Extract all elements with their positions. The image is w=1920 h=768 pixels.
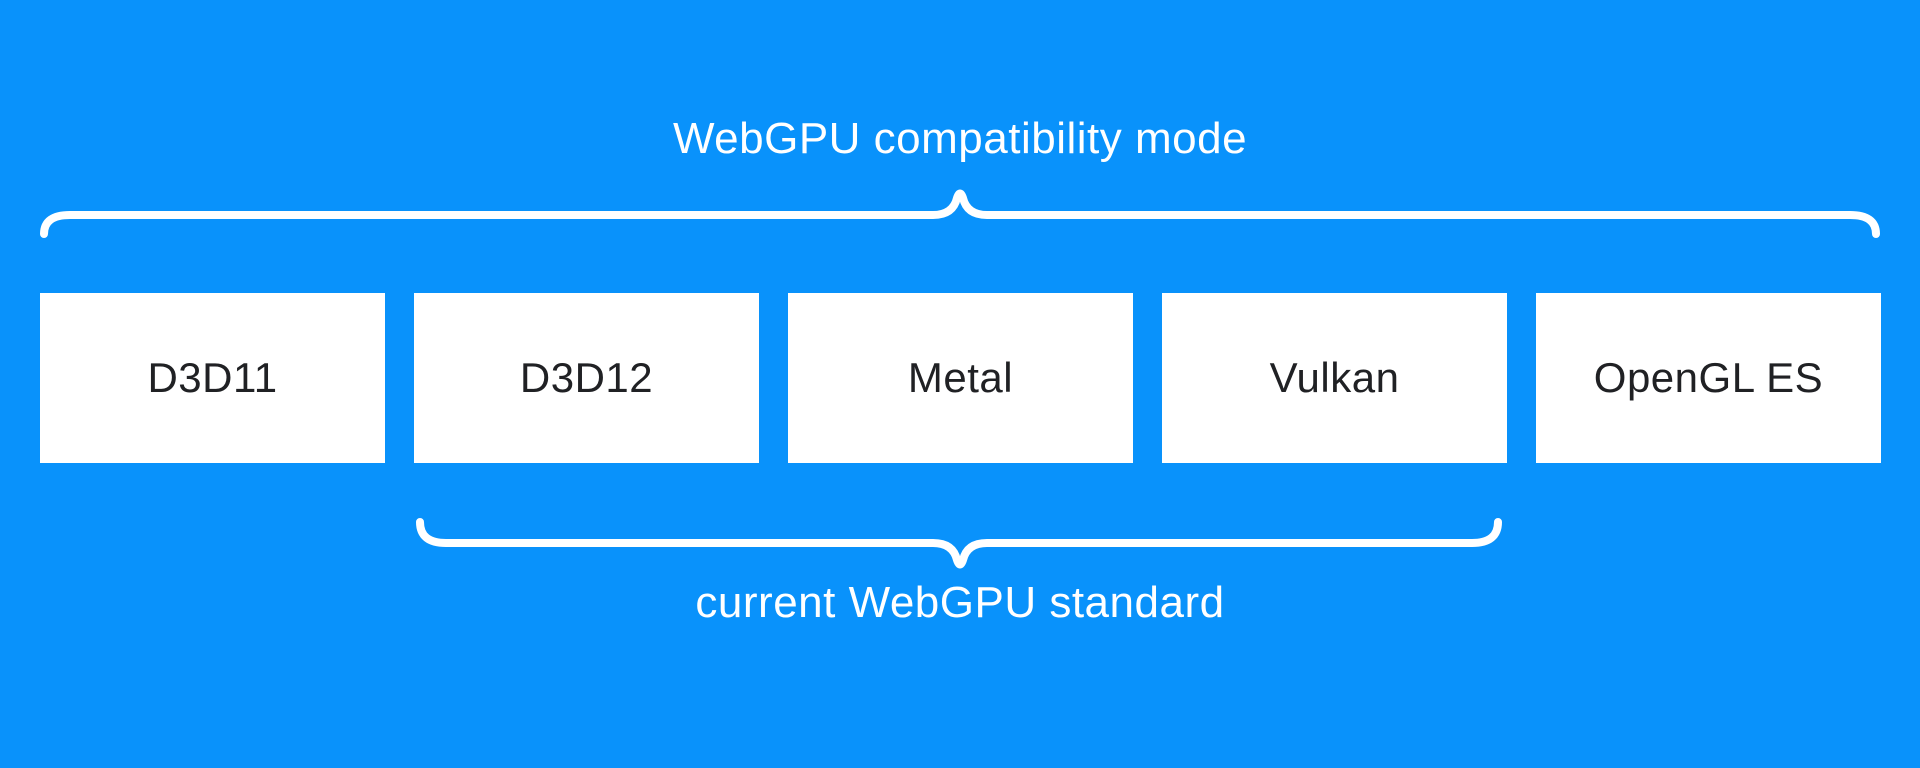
box-d3d12-label: D3D12 [519,354,654,401]
box-d3d11: D3D11 [40,293,385,463]
box-vulkan-label: Vulkan [1269,354,1400,401]
box-vulkan: Vulkan [1162,293,1507,463]
box-d3d11-label: D3D11 [147,354,278,401]
box-d3d12: D3D12 [414,293,759,463]
box-opengl-es: OpenGL ES [1536,293,1881,463]
api-boxes-row: D3D11 D3D12 Metal Vulkan OpenGL ES [40,293,1881,463]
top-brace-label: WebGPU compatibility mode [672,114,1248,163]
box-metal-label: Metal [907,354,1014,401]
box-metal: Metal [788,293,1133,463]
bottom-brace-label: current WebGPU standard [695,578,1225,627]
box-opengl-es-label: OpenGL ES [1593,354,1824,401]
